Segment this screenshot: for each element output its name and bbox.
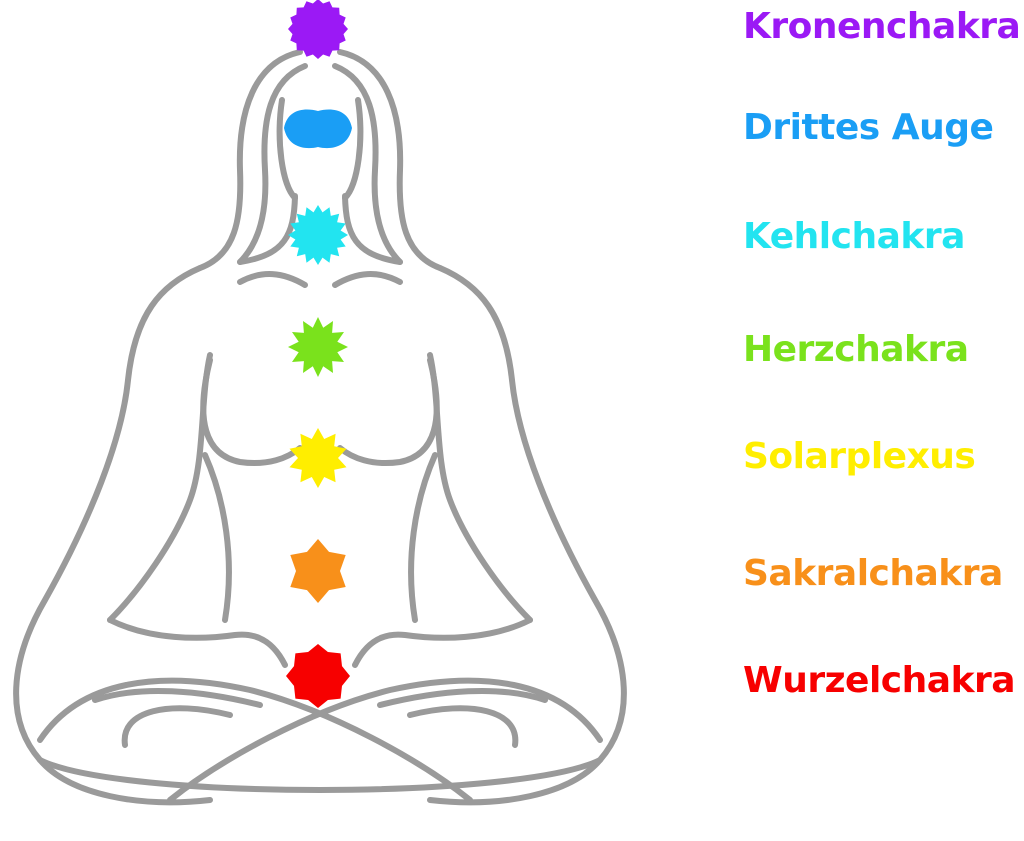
collarbone-right [332, 271, 403, 288]
hair-right-inner [332, 63, 403, 265]
heart-chakra-symbol [288, 317, 348, 377]
label-crown-chakra: Kronenchakra [743, 6, 1021, 47]
arm-right-outer [427, 265, 627, 806]
breast-right [337, 357, 440, 466]
forearm-left [107, 617, 288, 668]
foot-left [92, 687, 263, 708]
leg-right-top [167, 677, 603, 803]
solar-chakra-symbol [289, 428, 347, 488]
face-left [276, 97, 298, 201]
leg-right-inner [407, 705, 519, 748]
third-eye-chakra-symbol [284, 109, 352, 149]
figure-outline [13, 49, 627, 806]
chakra-shapes [284, 0, 352, 708]
label-throat-chakra: Kehlchakra [743, 216, 965, 257]
base [37, 757, 603, 793]
neck-right [342, 193, 403, 265]
hair-left-inner [237, 63, 308, 265]
label-solar-plexus-chakra: Solarplexus [743, 436, 976, 477]
label-heart-chakra: Herzchakra [743, 329, 969, 370]
face-right [342, 97, 364, 201]
hair-right-outer [337, 49, 443, 271]
torso-right [408, 452, 438, 623]
leg-left-inner [121, 705, 233, 748]
label-sacral-chakra: Sakralchakra [743, 553, 1003, 594]
crown-chakra-symbol [288, 0, 348, 59]
arm-left-outer [13, 265, 213, 806]
sacral-chakra-symbol [290, 539, 346, 603]
foot-right [377, 687, 548, 708]
throat-chakra-symbol [288, 205, 348, 265]
label-third-eye-chakra: Drittes Auge [743, 107, 994, 148]
forearm-right [352, 617, 533, 668]
neck-left [237, 193, 298, 265]
root-chakra-symbol [286, 644, 350, 708]
torso-left [202, 452, 232, 623]
label-root-chakra: Wurzelchakra [743, 660, 1016, 701]
breast-left [200, 357, 303, 466]
collarbone-left [237, 271, 308, 288]
hair-left-outer [197, 49, 303, 271]
leg-left-top [37, 677, 473, 803]
